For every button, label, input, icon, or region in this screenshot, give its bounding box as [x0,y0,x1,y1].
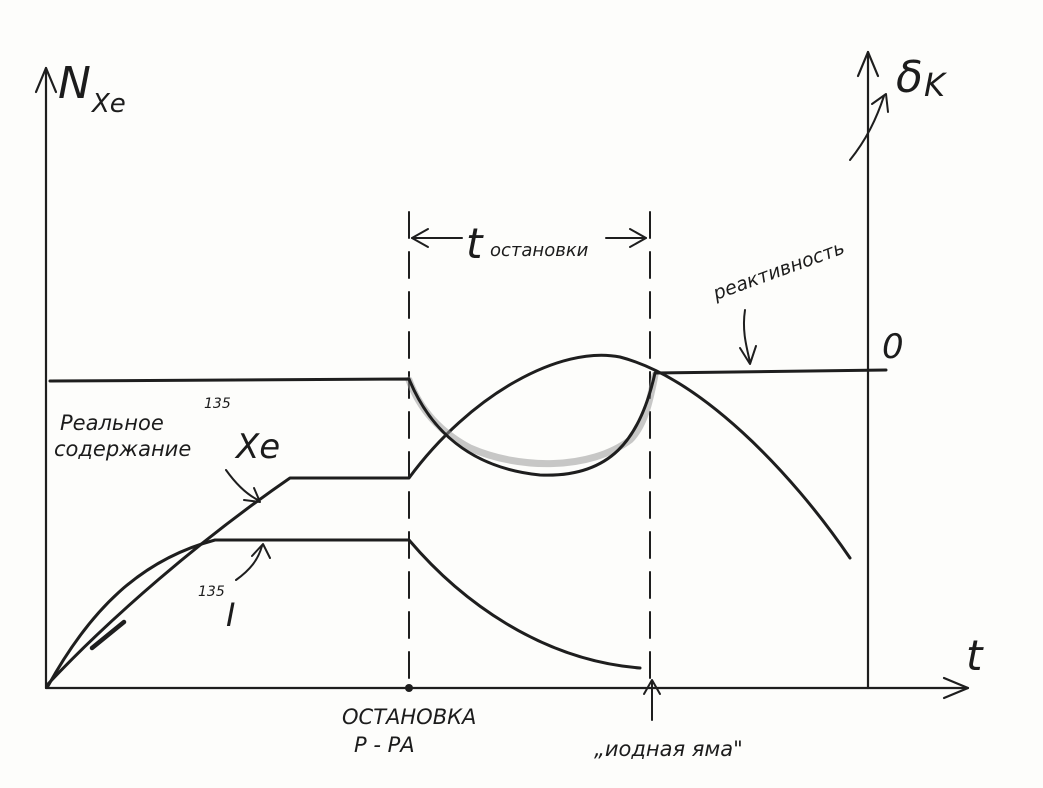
time-markers [405,211,651,692]
y-axis-right-arrow [856,50,880,78]
y-right-subscript: K [924,66,948,104]
real-xe-pointer [225,469,259,501]
y-right-label: δ [896,52,923,103]
reactivity-pointer-head [739,345,757,365]
xe-symbol: Xe [234,427,280,467]
x-axis-arrow [942,676,970,700]
x-label: t [966,631,984,680]
t-stop-label: t [466,219,484,268]
reactivity-label: реактивность [709,237,847,305]
xe135-curve [46,353,852,686]
real-xe-pointer-head [243,487,261,503]
y-left-label: N [58,58,91,109]
xe135-curve-thick-segment [89,619,127,651]
curve-labels: реактивность Реальное содержание 135 Xe … [54,237,848,761]
reactivity-zero-label: 0 [882,327,904,367]
iodine-mass-number: 135 [198,584,225,600]
shutdown-label-line1: ОСТАНОВКА [342,705,476,729]
reactivity-curve [48,368,888,477]
reactivity-to-axis-arrowhead [871,93,889,113]
xe-mass-number: 135 [204,396,231,412]
iodine-pit-label: „иодная яма" [594,737,743,761]
real-xe-label-line1: Реальное [60,411,164,435]
iodine-symbol: I [226,596,235,634]
iodine-pointer [235,545,263,581]
axis-labels: N Xe δ K t 0 [58,52,984,680]
shutdown-label-line2: Р - РА [354,733,415,757]
y-axis-left-arrow [34,66,58,94]
t-stop-arrowhead-right [629,228,647,248]
shutdown-point [405,684,413,692]
axes [34,50,970,700]
iodine-pointer-head [251,543,271,559]
i135-curve [46,538,642,688]
reactivity-pointer [742,309,751,363]
curves [46,353,888,688]
iodine-pit-pointer-head [643,679,661,695]
y-left-subscript: Xe [90,89,126,119]
t-stop-subscript: остановки [490,240,589,261]
t-stop-arrowhead-left [411,228,429,248]
reactivity-to-axis-arrow [849,95,885,161]
t-stop-interval: t остановки [411,219,647,268]
real-xe-label-line2: содержание [54,437,191,461]
annotation-arrows [225,93,889,721]
